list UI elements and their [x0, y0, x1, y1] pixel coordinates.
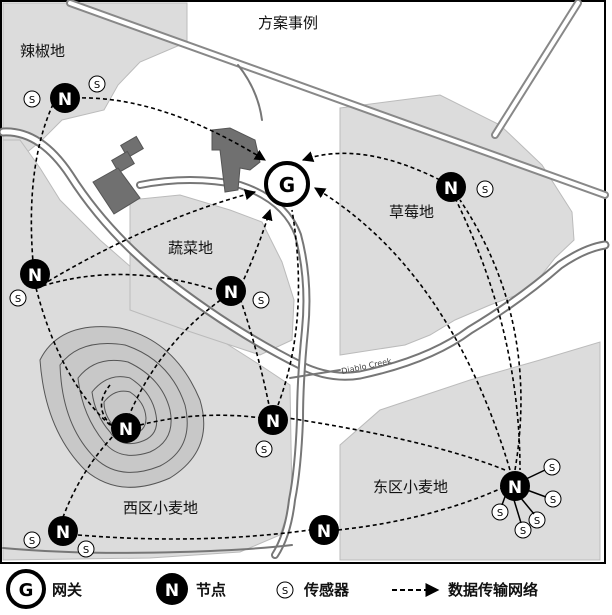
svg-text:S: S	[258, 296, 264, 307]
sensor: S	[544, 490, 562, 508]
svg-text:S: S	[497, 508, 503, 519]
svg-text:S: S	[534, 516, 540, 527]
sensor: S	[23, 531, 41, 549]
svg-text:G: G	[279, 173, 295, 197]
svg-text:G: G	[19, 580, 34, 601]
svg-text:传感器: 传感器	[303, 581, 350, 599]
svg-text:N: N	[28, 266, 42, 286]
gateway: G	[264, 161, 310, 207]
svg-text:N: N	[508, 478, 522, 498]
node-west-upper: N	[20, 259, 50, 289]
sensor: S	[9, 289, 27, 307]
nodes: N N N N N N N N N	[20, 83, 530, 546]
field-vegetable	[129, 194, 295, 356]
node-south: N	[309, 515, 339, 545]
svg-text:S: S	[29, 95, 35, 106]
svg-text:N: N	[165, 581, 179, 601]
svg-text:网关: 网关	[52, 581, 82, 599]
legend-gateway: G 网关	[6, 569, 82, 609]
sensor: S	[491, 503, 509, 521]
node-vegetable: N	[216, 276, 246, 306]
svg-text:N: N	[58, 90, 72, 110]
sensor: S	[77, 540, 95, 558]
svg-text:N: N	[56, 523, 70, 543]
svg-text:数据传输网络: 数据传输网络	[448, 581, 538, 599]
region-label-vegetable: 蔬菜地	[168, 239, 213, 257]
svg-text:S: S	[282, 586, 288, 597]
sensor: S	[23, 90, 41, 108]
svg-text:N: N	[317, 522, 331, 542]
hill-contours	[39, 326, 205, 488]
legend-node: N 节点	[156, 573, 226, 605]
region-label-chili: 辣椒地	[20, 42, 65, 60]
region-label-east-wheat: 东区小麦地	[373, 478, 448, 496]
svg-text:N: N	[119, 420, 133, 440]
sensor: S	[88, 75, 106, 93]
node-road: N	[258, 405, 288, 435]
svg-text:S: S	[29, 536, 35, 547]
node-strawberry: N	[436, 172, 466, 202]
sensor: S	[528, 511, 546, 529]
region-label-west-wheat: 西区小麦地	[123, 499, 198, 517]
svg-text:S: S	[549, 463, 555, 474]
sensor: S	[543, 458, 561, 476]
svg-text:N: N	[224, 283, 238, 303]
roads	[0, 0, 610, 559]
legend: G 网关 N 节点 S 传感器 数据传输网络	[6, 569, 538, 609]
sensor: S	[252, 291, 270, 309]
legend-network: 数据传输网络	[392, 581, 538, 599]
svg-text:S: S	[550, 495, 556, 506]
node-chili: N	[50, 83, 80, 113]
svg-text:S: S	[15, 294, 21, 305]
legend-sensor: S 传感器	[276, 581, 350, 599]
svg-text:S: S	[520, 526, 526, 537]
svg-text:S: S	[94, 80, 100, 91]
node-east-wheat: N	[500, 471, 530, 501]
field-east-wheat	[339, 341, 601, 561]
region-label-strawberry: 草莓地	[389, 203, 434, 221]
svg-text:S: S	[83, 545, 89, 556]
sensors: S S S S S S S S S S S S S	[9, 75, 562, 558]
svg-text:N: N	[444, 179, 458, 199]
svg-text:S: S	[482, 185, 488, 196]
node-hill: N	[111, 413, 141, 443]
network-links	[30, 97, 522, 540]
buildings	[92, 127, 261, 215]
svg-text:节点: 节点	[196, 581, 226, 599]
sensor: S	[514, 521, 532, 539]
page-title: 方案事例	[258, 14, 318, 32]
svg-text:S: S	[261, 445, 267, 456]
svg-text:N: N	[266, 412, 280, 432]
node-west-lower: N	[48, 516, 78, 546]
sensor: S	[255, 440, 273, 458]
sensor: S	[476, 180, 494, 198]
